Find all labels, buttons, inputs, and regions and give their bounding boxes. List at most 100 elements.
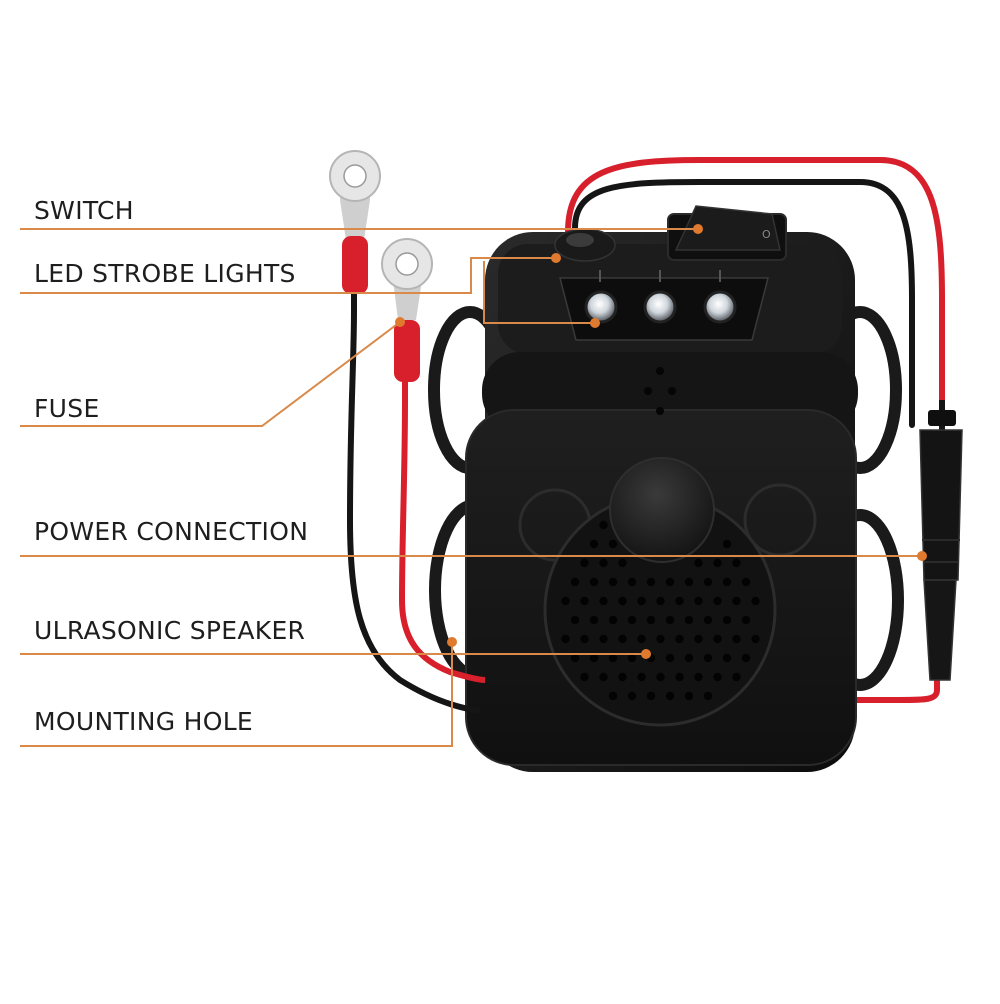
- led-light-3: [703, 290, 737, 324]
- speaker-grille-hole: [646, 691, 656, 701]
- speaker-grille-hole: [684, 615, 694, 625]
- speaker-grille-hole: [694, 558, 703, 568]
- sensor-bump: [554, 228, 616, 262]
- speaker-grille-hole: [675, 634, 684, 644]
- leader-line-led-2: [483, 261, 595, 324]
- leader-line-led: [20, 257, 556, 294]
- speaker-grille-hole: [561, 596, 570, 606]
- speaker-grille-hole: [618, 634, 627, 644]
- speaker-grille-hole: [637, 596, 646, 606]
- speaker-grille-hole: [741, 615, 751, 625]
- speaker-grille-hole: [713, 634, 722, 644]
- speaker-grille-hole: [570, 577, 580, 587]
- leader-line-fuse: [20, 321, 401, 427]
- speaker-grille-hole: [608, 691, 618, 701]
- inline-fuse-holder: [919, 400, 963, 681]
- speaker-grille-hole: [703, 691, 713, 701]
- speaker-grille-hole: [703, 653, 713, 663]
- speaker-grille-hole: [713, 558, 722, 568]
- speaker-grille-hole: [713, 672, 722, 682]
- led-panel: [559, 270, 769, 341]
- speaker-grille-hole: [599, 672, 608, 682]
- rocker-switch: O: [667, 205, 787, 261]
- ring-terminal-red: [381, 238, 433, 382]
- speaker-grille-hole: [732, 558, 741, 568]
- speaker-grille-hole: [675, 596, 684, 606]
- speaker-grille-hole: [656, 634, 665, 644]
- speaker-grille-hole: [665, 691, 675, 701]
- speaker-grille-hole: [608, 653, 618, 663]
- leader-dot-speaker: [641, 649, 651, 659]
- speaker-grille-hole: [599, 520, 608, 530]
- speaker-grille-hole: [694, 634, 703, 644]
- leader-dot-switch: [693, 224, 703, 234]
- speaker-grille-hole: [722, 615, 732, 625]
- label-fuse: FUSE: [34, 394, 100, 423]
- speaker-grille-hole: [599, 596, 608, 606]
- speaker-grille-hole: [741, 653, 751, 663]
- speaker-grille-hole: [618, 558, 627, 568]
- speaker-grille-hole: [656, 596, 665, 606]
- speaker-grille-hole: [608, 539, 618, 549]
- speaker-face: [518, 457, 817, 727]
- wire-loop-red: [565, 157, 945, 703]
- speaker-grille-hole: [694, 596, 703, 606]
- speaker-grille-hole: [656, 672, 665, 682]
- speaker-grille-hole: [703, 577, 713, 587]
- speaker-grille-hole: [703, 615, 713, 625]
- leader-dot-led-1: [551, 253, 561, 263]
- speaker-grille-hole: [637, 634, 646, 644]
- leader-dot-fuse: [395, 317, 405, 327]
- speaker-grille-hole: [608, 615, 618, 625]
- speaker-grille-hole: [646, 577, 656, 587]
- leader-dot-power: [917, 551, 927, 561]
- speaker-grille-hole: [741, 577, 751, 587]
- speaker-grille-hole: [722, 577, 732, 587]
- leader-dot-hole: [447, 637, 457, 647]
- led-light-1: [584, 290, 618, 324]
- speaker-grille-hole: [751, 596, 760, 606]
- speaker-grille-hole: [694, 672, 703, 682]
- label-power-connection: POWER CONNECTION: [34, 517, 309, 546]
- speaker-grille-hole: [580, 672, 589, 682]
- speaker-grille-hole: [589, 653, 599, 663]
- speaker-grille-hole: [646, 615, 656, 625]
- speaker-grille-hole: [665, 615, 675, 625]
- label-switch: SWITCH: [34, 196, 134, 225]
- speaker-grille-hole: [608, 577, 618, 587]
- label-ultrasonic-speaker: ULRASONIC SPEAKER: [34, 616, 306, 645]
- speaker-grille-hole: [580, 558, 589, 568]
- speaker-grille-hole: [589, 539, 599, 549]
- label-led-strobe-lights: LED STROBE LIGHTS: [34, 259, 296, 288]
- leader-line-hole: [20, 642, 453, 747]
- wire-loop-black: [572, 179, 915, 428]
- speaker-grille-hole: [684, 653, 694, 663]
- speaker-grille-hole: [713, 596, 722, 606]
- speaker-grille-hole: [732, 672, 741, 682]
- speaker-grille-hole: [665, 577, 675, 587]
- speaker-grille-hole: [589, 577, 599, 587]
- speaker-grille-hole: [599, 558, 608, 568]
- speaker-grille-hole: [580, 634, 589, 644]
- speaker-grille-hole: [599, 634, 608, 644]
- speaker-grille-hole: [732, 634, 741, 644]
- speaker-grille-hole: [684, 577, 694, 587]
- mic-holes: [644, 367, 676, 415]
- speaker-grille-hole: [580, 596, 589, 606]
- speaker-grille-hole: [675, 672, 684, 682]
- svg-text:O: O: [762, 228, 771, 241]
- led-light-2: [643, 290, 677, 324]
- speaker-grille-hole: [618, 672, 627, 682]
- leader-dot-led-2: [590, 318, 600, 328]
- speaker-grille-hole: [618, 596, 627, 606]
- speaker-grille-hole: [627, 577, 637, 587]
- speaker-grille-hole: [589, 615, 599, 625]
- speaker-grille-hole: [751, 634, 760, 644]
- speaker-grille-hole: [722, 653, 732, 663]
- ring-terminal-black: [329, 150, 381, 294]
- speaker-grille-hole: [561, 634, 570, 644]
- power-leads: [329, 150, 486, 713]
- speaker-grille-hole: [627, 653, 637, 663]
